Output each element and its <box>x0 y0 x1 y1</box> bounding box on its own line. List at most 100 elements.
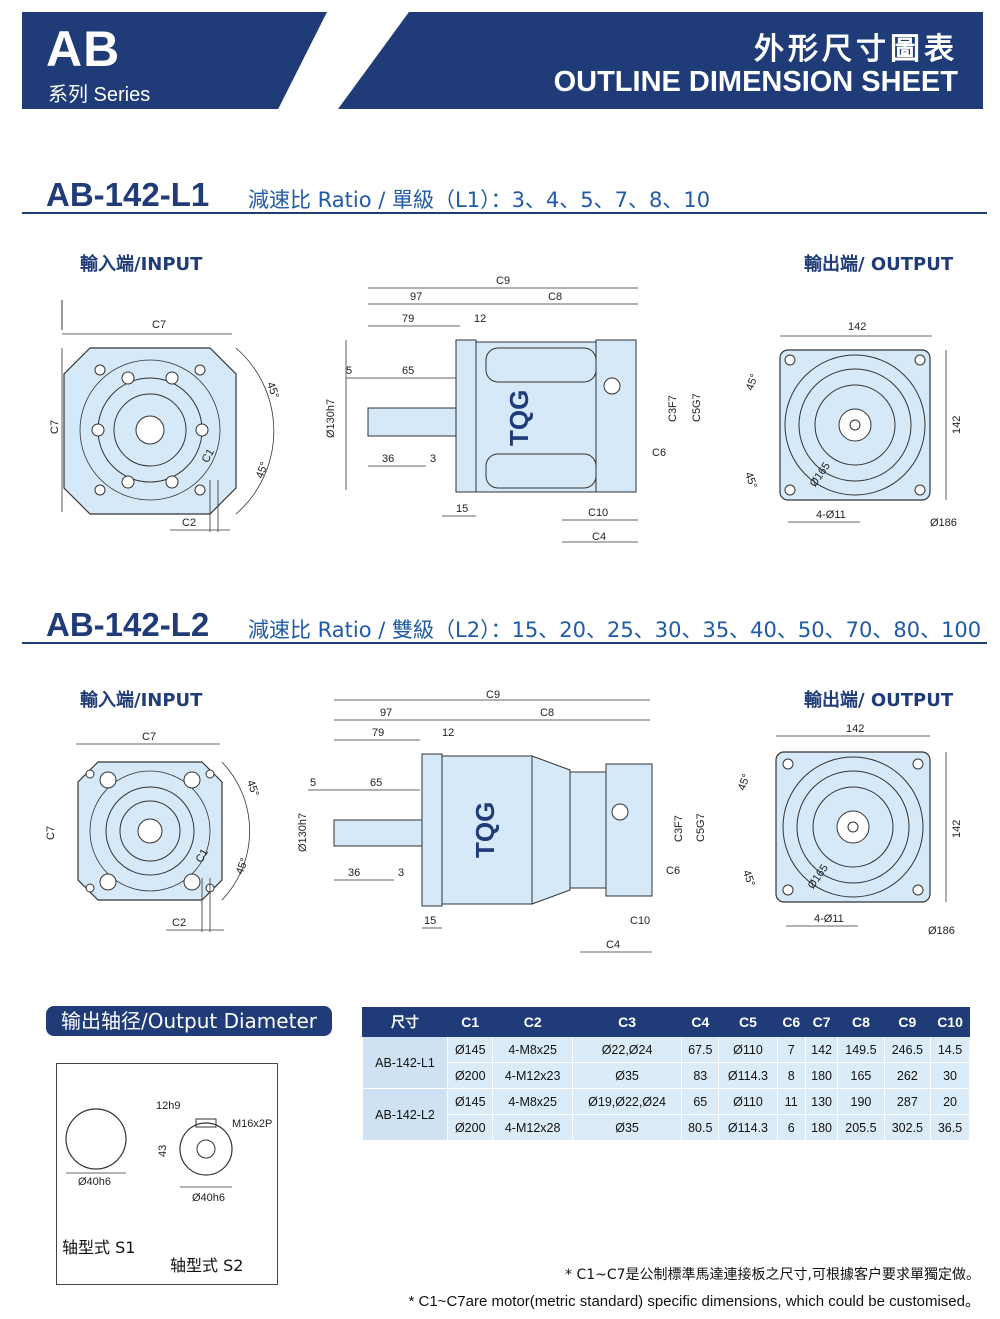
dim-5: 5 <box>346 365 352 377</box>
table-cell: 262 <box>883 1062 932 1089</box>
angle-45-out-b: 45° <box>740 869 757 889</box>
table-header: C4 <box>681 1007 720 1037</box>
footnote-en: * C1~C7are motor(metric standard) specif… <box>408 1293 981 1310</box>
table-cell: 83 <box>681 1062 720 1089</box>
table-cell: 165 <box>837 1062 885 1089</box>
dim-c7-side: C7 <box>45 826 57 840</box>
input-flange-drawing-l1: C7 C7 45° 45° C1 C2 <box>49 300 281 532</box>
table-header: C6 <box>776 1007 806 1037</box>
dim-79: 79 <box>372 727 384 739</box>
dim-c6: C6 <box>652 447 666 459</box>
s2-key: 12h9 <box>156 1100 180 1112</box>
dim-c5: C5G7 <box>691 393 703 422</box>
dim-c5: C5G7 <box>695 813 707 842</box>
dim-c7-top: C7 <box>142 731 156 743</box>
dim-4-d11: 4-Ø11 <box>816 509 846 521</box>
section-ratio-l1: 減速比 Ratio / 單級（L1）：3、4、5、7、8、10 <box>248 188 711 212</box>
dim-c9: C9 <box>486 690 500 701</box>
angle-45-out-a: 45° <box>744 372 761 392</box>
dim-36: 36 <box>382 453 394 465</box>
dim-3: 3 <box>430 453 436 465</box>
dim-d186: Ø186 <box>928 925 955 937</box>
s2-diameter: Ø40h6 <box>192 1192 225 1204</box>
dim-c6: C6 <box>666 865 680 877</box>
section-ratio-l2: 減速比 Ratio / 雙級（L2）：15、20、25、30、35、40、50、… <box>248 618 982 642</box>
section-model-l2: AB-142-L2 <box>46 606 210 643</box>
dim-142-side: 142 <box>951 416 963 434</box>
table-row: Ø200 4-M12x23 Ø35 83 Ø114.3 8 180 165 26… <box>363 1062 970 1089</box>
table-header: C1 <box>446 1007 494 1037</box>
dim-12: 12 <box>474 313 486 325</box>
table-cell: 180 <box>804 1114 839 1141</box>
table-model-cell: AB-142-L2 <box>362 1088 448 1141</box>
dim-5: 5 <box>310 777 316 789</box>
table-header: C8 <box>837 1007 885 1037</box>
dim-142-top: 142 <box>846 723 864 735</box>
table-cell: 36.5 <box>930 1114 970 1141</box>
table-cell: Ø35 <box>571 1114 683 1141</box>
output-diameter-title: 输出轴径/Output Diameter <box>46 1006 332 1036</box>
table-cell: 65 <box>681 1088 720 1115</box>
dim-142-side: 142 <box>951 820 963 838</box>
table-header: 尺寸 <box>362 1007 448 1037</box>
section-divider <box>22 212 987 214</box>
input-label-l2: 輸入端/INPUT <box>80 690 203 711</box>
angle-45-b: 45° <box>234 856 251 876</box>
table-cell: 205.5 <box>837 1114 885 1141</box>
table-cell: 7 <box>776 1036 806 1063</box>
table-model-cell: AB-142-L1 <box>362 1036 448 1089</box>
table-cell: Ø110 <box>718 1036 778 1063</box>
table-cell: 246.5 <box>883 1036 932 1063</box>
s2-height: 43 <box>157 1145 169 1157</box>
section-divider <box>22 642 987 644</box>
table-cell: 190 <box>837 1088 885 1115</box>
dim-c3: C3F7 <box>673 815 685 842</box>
table-cell: Ø35 <box>571 1062 683 1089</box>
table-cell: 130 <box>804 1088 839 1115</box>
table-cell: 4-M12x28 <box>492 1114 573 1141</box>
dim-c8: C8 <box>540 707 554 719</box>
series-label: 系列 Series <box>48 84 151 106</box>
footnote-cn: * C1~C7是公制標準馬達連接板之尺寸,可根據客户要求單獨定做。 <box>565 1267 980 1283</box>
table-header: C3 <box>571 1007 683 1037</box>
table-cell: 20 <box>930 1088 970 1115</box>
dim-c7-top: C7 <box>152 319 166 331</box>
dim-15: 15 <box>424 915 436 927</box>
table-cell: Ø19,Ø22,Ø24 <box>571 1088 683 1115</box>
angle-45-a: 45° <box>264 381 281 401</box>
table-cell: 142 <box>804 1036 839 1063</box>
table-cell: 4-M12x23 <box>492 1062 573 1089</box>
dim-12: 12 <box>442 727 454 739</box>
table-header: C7 <box>804 1007 839 1037</box>
dim-65: 65 <box>370 777 382 789</box>
dim-c10: C10 <box>588 507 608 519</box>
s2-thread: M16x2P <box>232 1118 272 1130</box>
table-row: AB-142-L1 Ø145 4-M8x25 Ø22,Ø24 67.5 Ø110… <box>362 1036 970 1089</box>
table-cell: Ø145 <box>446 1036 494 1063</box>
table-cell: 8 <box>776 1062 806 1089</box>
side-view-drawing-l2: C9 97 C8 79 12 Ø130h7 5 65 TQG 36 3 15 C… <box>297 690 707 953</box>
table-cell: 6 <box>776 1114 806 1141</box>
series-code: AB <box>46 21 121 77</box>
input-label-l1: 輸入端/INPUT <box>80 254 203 275</box>
table-header: C9 <box>883 1007 932 1037</box>
dim-97: 97 <box>410 291 422 303</box>
output-label-l1: 輸出端/ OUTPUT <box>804 254 954 275</box>
angle-45-out-a: 45° <box>736 772 753 792</box>
header-right-banner <box>338 12 983 109</box>
dim-c2: C2 <box>172 917 186 929</box>
table-cell: 4-M8x25 <box>492 1036 573 1063</box>
table-cell: 11 <box>776 1088 806 1115</box>
brand-logo: TQG <box>504 390 534 446</box>
angle-45-a: 45° <box>244 779 261 799</box>
table-cell: 67.5 <box>681 1036 720 1063</box>
angle-45-out-b: 45° <box>742 471 759 491</box>
shaft-type-s1: 轴型式 S1 <box>62 1238 136 1257</box>
table-header: C5 <box>718 1007 778 1037</box>
dim-c4: C4 <box>606 939 620 951</box>
dim-142-top: 142 <box>848 321 866 333</box>
sheet-title-cn: 外形尺寸圖表 <box>754 32 958 67</box>
table-header: C10 <box>930 1007 970 1037</box>
table-row: AB-142-L2 Ø145 4-M8x25 Ø19,Ø22,Ø24 65 Ø1… <box>362 1088 970 1141</box>
table-cell: 4-M8x25 <box>492 1088 573 1115</box>
